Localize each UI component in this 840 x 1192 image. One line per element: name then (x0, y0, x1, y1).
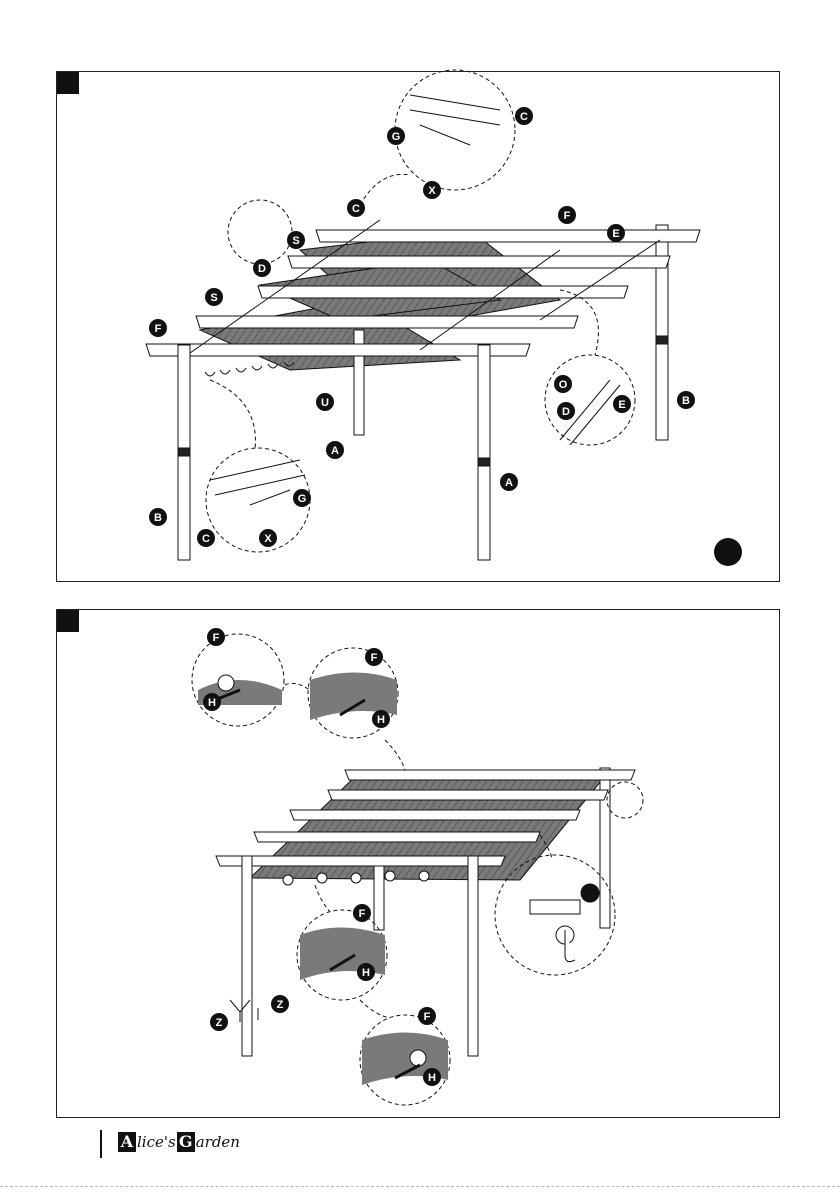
svg-text:G: G (392, 131, 401, 143)
label-d-right: D (557, 402, 575, 420)
label-u: U (316, 393, 334, 411)
svg-text:S: S (292, 235, 299, 247)
beam-d (258, 286, 628, 298)
svg-text:F: F (359, 908, 366, 920)
beam-e (288, 256, 670, 268)
label-f-2a: F (207, 628, 225, 646)
label-e-right: E (613, 395, 631, 413)
detail-circle-small (228, 200, 292, 264)
svg-text:U: U (321, 397, 329, 409)
label-z-right: Z (271, 995, 289, 1013)
svg-text:F: F (564, 210, 571, 222)
label-a-right: A (500, 473, 518, 491)
brand-text-2: arden (196, 1133, 240, 1151)
label-f-2c: F (353, 904, 371, 922)
svg-text:O: O (559, 379, 568, 391)
beam-f-front (146, 344, 530, 356)
label-a-mid: A (326, 441, 344, 459)
brand-initial-a: A (118, 1132, 136, 1152)
label-g-top: G (387, 127, 405, 145)
svg-text:C: C (202, 533, 210, 545)
label-h-2d: H (423, 1068, 441, 1086)
beam-2-f-back (345, 770, 635, 780)
svg-text:F: F (424, 1011, 431, 1023)
svg-text:C: C (352, 203, 360, 215)
page-trim-line (0, 1186, 840, 1187)
brand-text-1: lice's (137, 1133, 176, 1151)
post-front-right (478, 345, 490, 560)
svg-text:A: A (331, 445, 339, 457)
label-f-left: F (149, 319, 167, 337)
beam-2-front (216, 856, 505, 866)
svg-text:C: C (520, 111, 528, 123)
label-c-top: C (515, 107, 533, 125)
svg-text:E: E (612, 228, 619, 240)
svg-text:H: H (428, 1072, 436, 1084)
svg-text:S: S (210, 292, 217, 304)
label-g-bottom: G (293, 489, 311, 507)
label-c-mid: C (347, 199, 365, 217)
footer-divider (100, 1130, 102, 1158)
svg-text:Z: Z (277, 999, 284, 1011)
svg-text:D: D (258, 263, 266, 275)
label-x-top: X (423, 181, 441, 199)
label-h-2c: H (357, 963, 375, 981)
post-2-front-right (468, 856, 478, 1056)
label-e-top: E (607, 224, 625, 242)
label-o: O (554, 375, 572, 393)
svg-text:Z: Z (216, 1017, 223, 1029)
label-d-mid: D (253, 259, 271, 277)
label-h-2b: H (372, 710, 390, 728)
svg-text:B: B (682, 395, 690, 407)
label-b-left: B (149, 508, 167, 526)
label-c-bottom: C (197, 529, 215, 547)
svg-text:X: X (264, 533, 272, 545)
beam-s (196, 316, 578, 328)
svg-text:H: H (208, 697, 216, 709)
step-dot-marker (714, 538, 742, 566)
beam-f-back (316, 230, 700, 242)
svg-text:F: F (155, 323, 162, 335)
svg-text:X: X (428, 185, 436, 197)
svg-text:F: F (213, 632, 220, 644)
detail-circle-2a (192, 634, 284, 726)
label-s-top: S (287, 231, 305, 249)
label-x-bottom: X (259, 529, 277, 547)
svg-text:B: B (154, 512, 162, 524)
brand-initial-g: G (177, 1132, 195, 1152)
post-2-front-left (242, 856, 252, 1056)
svg-text:F: F (371, 652, 378, 664)
label-b-right: B (677, 391, 695, 409)
label-h-2a: H (203, 693, 221, 711)
label-f-2d: F (418, 1007, 436, 1025)
svg-text:E: E (618, 399, 625, 411)
detail-circle-top (395, 70, 515, 190)
label-f-2b: F (365, 648, 383, 666)
svg-text:H: H (362, 967, 370, 979)
svg-text:H: H (377, 714, 385, 726)
label-s-mid: S (205, 288, 223, 306)
label-z-left: Z (210, 1013, 228, 1031)
svg-text:G: G (298, 493, 307, 505)
svg-text:A: A (505, 477, 513, 489)
label-f-top: F (558, 206, 576, 224)
svg-text:D: D (562, 406, 570, 418)
brand-logo: A lice's G arden (118, 1130, 241, 1154)
